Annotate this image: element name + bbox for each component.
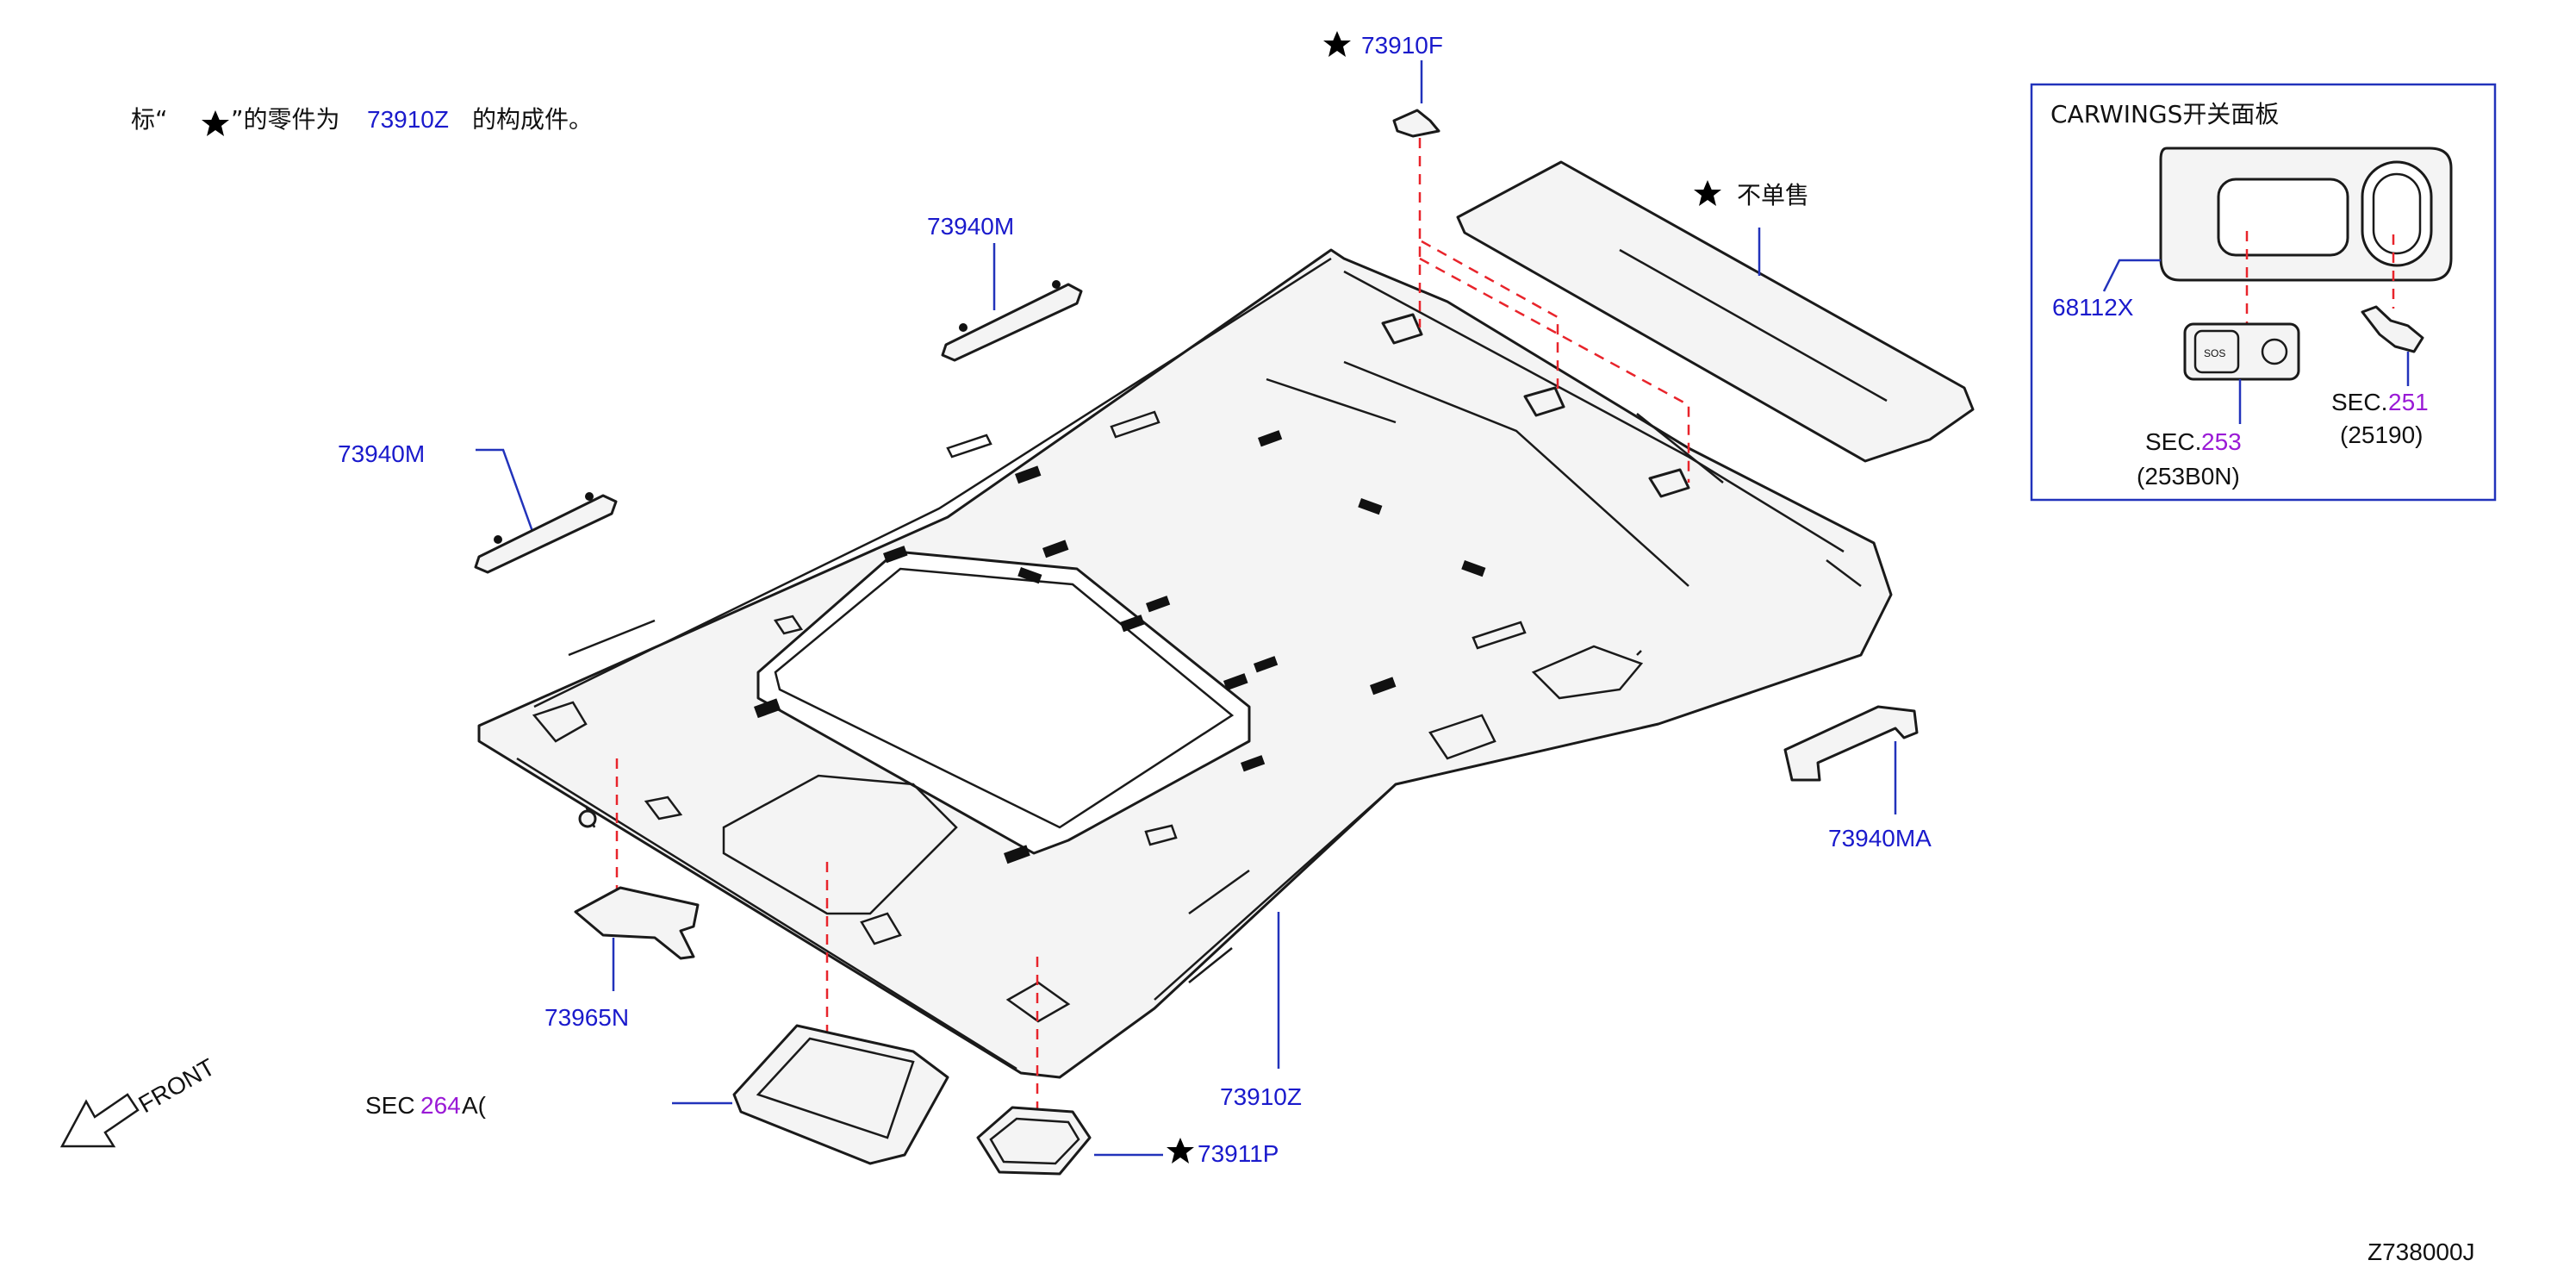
part-number-73965N[interactable]: 73965N	[544, 1004, 629, 1031]
part-73940M-left[interactable]: 73940M	[338, 440, 618, 574]
sec-253-number[interactable]: 253	[2201, 428, 2242, 455]
part-73940M-upper[interactable]: 73940M	[927, 213, 1083, 362]
star-icon	[1694, 180, 1721, 206]
lamp-socket-25190[interactable]: SEC. 251 (25190)	[2331, 305, 2429, 448]
part-number-73940M-upper[interactable]: 73940M	[927, 213, 1014, 240]
front-arrow-icon	[59, 1093, 140, 1148]
sos-button-label: SOS	[2204, 347, 2225, 359]
front-label: FRONT	[134, 1053, 220, 1118]
headlining-73910Z[interactable]	[477, 248, 1893, 1079]
star-icon	[1323, 31, 1351, 57]
sec-264-prefix: SEC	[365, 1092, 415, 1119]
drawing-number: Z738000J	[2368, 1238, 2475, 1265]
sos-switch-253B0N[interactable]: SOS SEC. 253 (253B0N)	[2137, 322, 2300, 490]
part-73911P[interactable]: 73911P	[976, 957, 1279, 1176]
sec-264-suffix: A(	[462, 1092, 487, 1119]
not-sold-label: 不单售	[1737, 181, 1809, 209]
carwings-switch-panel-inset: CARWINGS开关面板 68112X SOS SEC. 253 (253B0N…	[2030, 83, 2497, 502]
rear-roof-strip[interactable]	[1456, 160, 1975, 463]
part-73910F[interactable]: 73910F	[1323, 31, 1443, 138]
sec-253-prefix: SEC.	[2145, 428, 2201, 455]
part-number-73940MA[interactable]: 73940MA	[1828, 825, 1932, 852]
part-73965N[interactable]: 73965N	[544, 758, 700, 1031]
front-indicator: FRONT	[59, 1053, 220, 1148]
star-icon	[202, 110, 229, 136]
legend-note: 标“ ”的零件为 73910Z 的构成件。	[131, 105, 593, 136]
sec-264-number[interactable]: 264	[420, 1092, 461, 1119]
part-number-73910Z[interactable]: 73910Z	[1220, 1083, 1302, 1110]
inset-title: CARWINGS开关面板	[2050, 100, 2279, 128]
note-prefix: 标“	[131, 105, 168, 134]
part-number-73910F[interactable]: 73910F	[1361, 32, 1443, 59]
sec-251-number[interactable]: 251	[2388, 389, 2429, 415]
part-number-73911P[interactable]: 73911P	[1198, 1140, 1279, 1167]
sec-253-subpart: (253B0N)	[2137, 463, 2240, 490]
fastener-tabs	[754, 430, 1486, 864]
part-number-73940M-left[interactable]: 73940M	[338, 440, 425, 467]
sec-251-prefix: SEC.	[2331, 389, 2387, 415]
inset-frame	[2030, 83, 2497, 502]
note-part-link[interactable]: 73910Z	[367, 106, 449, 133]
part-number-68112X[interactable]: 68112X	[2052, 294, 2134, 321]
star-icon	[1167, 1138, 1194, 1164]
note-tail: 的构成件。	[472, 105, 593, 134]
note-suffix: ”的零件为	[231, 105, 340, 134]
part-73940MA[interactable]: 73940MA	[1783, 705, 1932, 852]
sec-251-subpart: (25190)	[2340, 421, 2424, 448]
map-lamp-assembly[interactable]: SEC 264 A(	[365, 862, 949, 1165]
part-68112X[interactable]: 68112X	[2052, 147, 2453, 321]
